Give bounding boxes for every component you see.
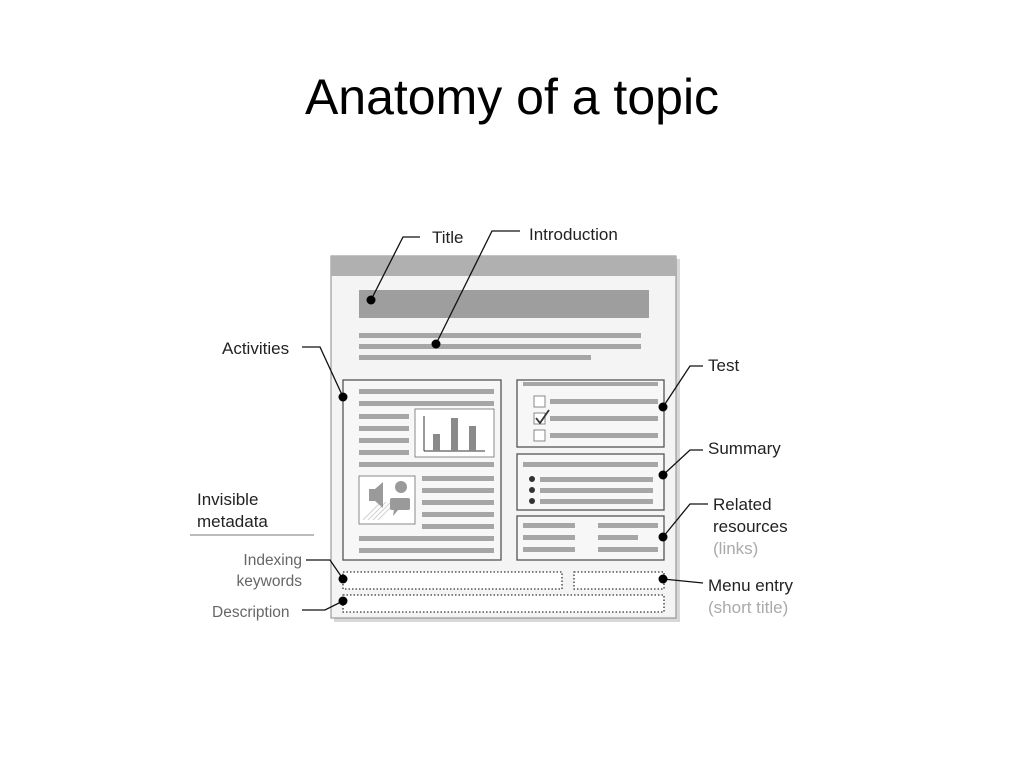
label-invisible-metadata-line2: metadata: [197, 512, 268, 531]
activities-callout-line: [302, 346, 344, 398]
indexing-keywords-callout-line: [306, 559, 344, 580]
label-related-resources-line2: resources: [713, 517, 788, 536]
checkbox-checked-icon: [533, 412, 546, 425]
title-callout-line: [370, 236, 420, 301]
related-resources-callout-line: [662, 503, 708, 538]
window-title-bar: [331, 256, 676, 276]
label-title: Title: [432, 228, 464, 247]
introduction-text-lines: [359, 333, 641, 360]
label-summary: Summary: [708, 439, 781, 458]
description-callout-line: [302, 600, 344, 611]
bar-chart-icon: [414, 408, 495, 458]
bullet-icon: [529, 487, 535, 493]
media-icon: [358, 475, 416, 525]
topic-title-block: [359, 290, 649, 318]
label-indexing-keywords-line2: keywords: [236, 573, 302, 590]
label-indexing-keywords-line1: Indexing: [243, 552, 302, 569]
indexing-keywords-field: [342, 571, 563, 590]
activities-box: [342, 379, 502, 561]
bullet-icon: [529, 498, 535, 504]
label-invisible-metadata-line1: Invisible: [197, 490, 259, 509]
checkbox-empty-icon: [533, 395, 546, 408]
label-related-resources-line1: Related: [713, 495, 772, 514]
label-menu-entry-note: (short title): [708, 598, 789, 617]
label-test: Test: [708, 356, 740, 375]
label-menu-entry-text: Menu entry: [708, 576, 794, 595]
summary-contents: [523, 462, 658, 504]
label-invisible-metadata: Invisible metadata: [197, 489, 268, 533]
label-description: Description: [212, 604, 290, 621]
callout-lines: [302, 230, 708, 611]
summary-callout-line: [662, 449, 703, 476]
related-resources-links: [523, 523, 658, 552]
slide-title: Anatomy of a topic: [304, 69, 720, 125]
callout-dots: [338, 295, 668, 606]
bullet-icon: [529, 476, 535, 482]
label-related-resources-note: (links): [713, 539, 759, 558]
menu-entry-callout-line: [662, 578, 704, 584]
test-contents: [523, 382, 658, 442]
checkbox-empty-icon: [533, 429, 546, 442]
menu-entry-field: [573, 571, 665, 590]
description-field: [342, 594, 665, 613]
label-indexing-keywords: Indexing keywords: [222, 550, 302, 592]
introduction-callout-line: [435, 230, 520, 345]
label-activities: Activities: [222, 339, 290, 358]
test-callout-line: [662, 365, 703, 408]
label-menu-entry: Menu entry (short title): [708, 575, 793, 619]
activities-text-lines: [359, 389, 494, 553]
label-introduction: Introduction: [529, 225, 618, 244]
label-related-resources: Related resources (links): [713, 494, 788, 560]
